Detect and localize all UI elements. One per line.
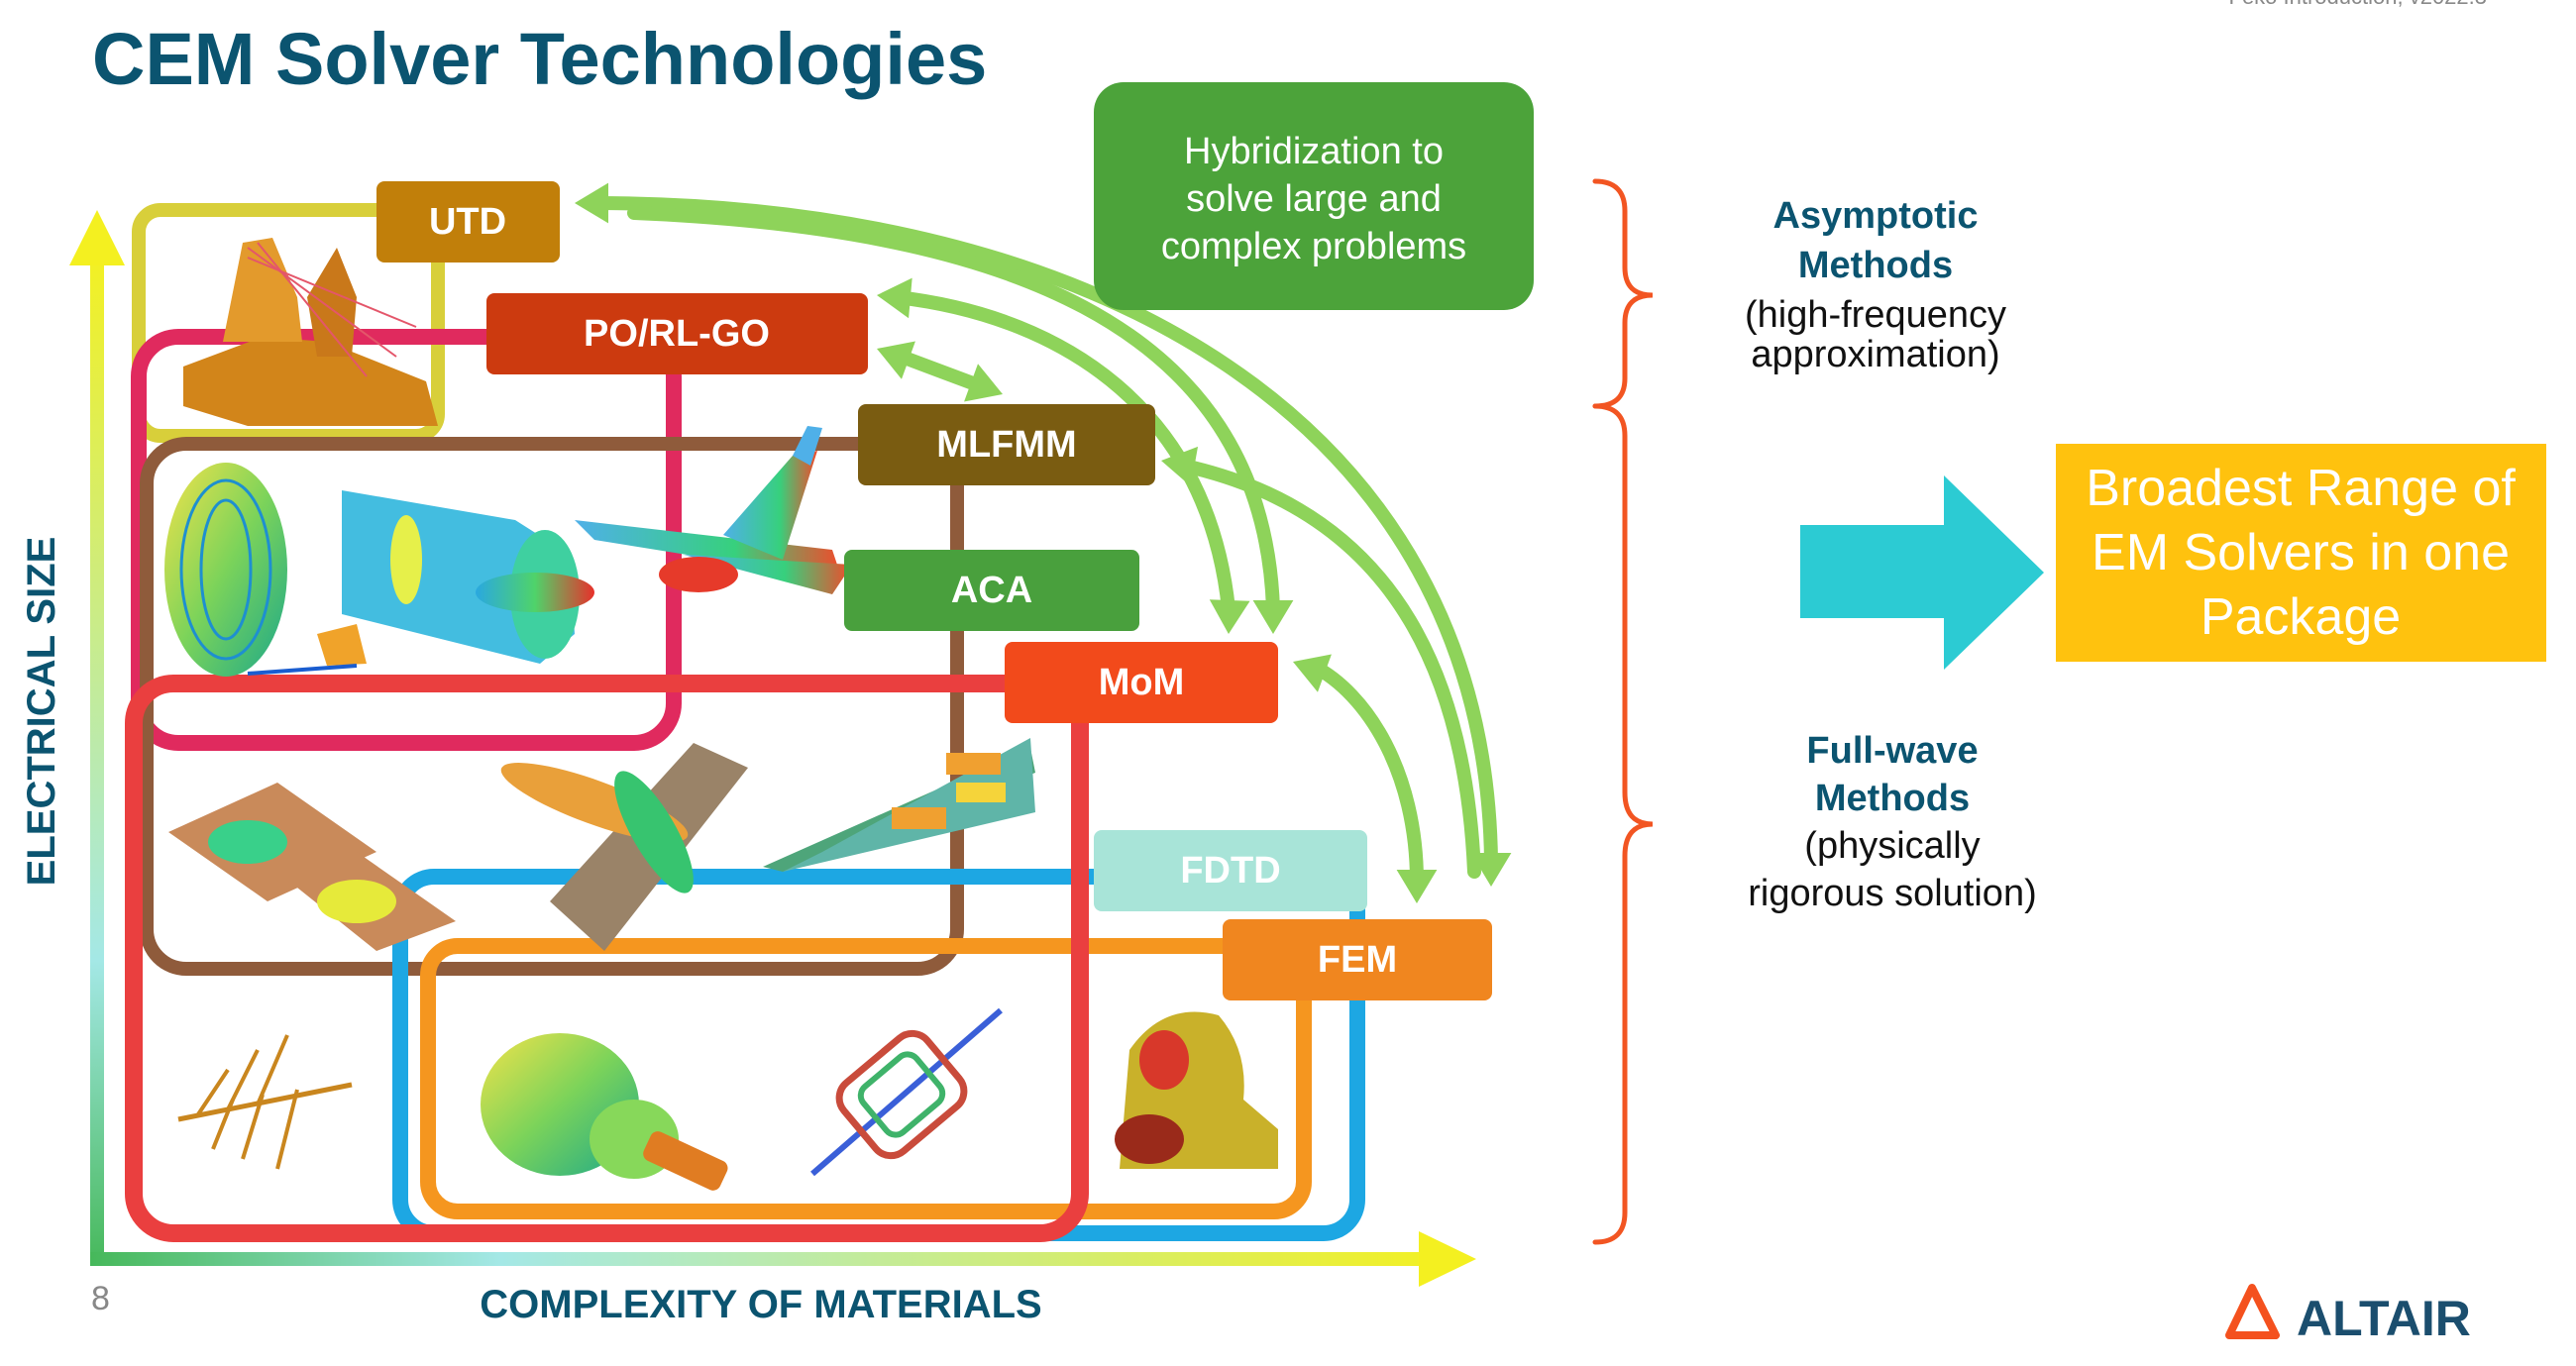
utd-region	[132, 203, 445, 443]
asymptotic-desc-2: approximation)	[1751, 334, 1999, 375]
arrow-mlfmm-fem	[1177, 459, 1481, 879]
altair-logo-text: ALTAIR	[2297, 1291, 2471, 1346]
arrowhead-mlfmm-2	[1161, 446, 1199, 486]
x-axis-label: COMPLEXITY OF MATERIALS	[480, 1283, 1041, 1326]
wing-illustration	[763, 738, 1035, 872]
fullwave-brace	[1592, 403, 1654, 1245]
fdtd-label: FDTD	[1180, 850, 1280, 892]
x-axis-arrowhead	[1419, 1231, 1476, 1287]
altair-logo-icon	[2225, 1284, 2280, 1339]
arrowhead-mlfmm	[964, 364, 1003, 402]
hybrid-line-3: complex problems	[1161, 226, 1466, 267]
arrow-po-mlfmm	[895, 350, 988, 393]
asymptotic-desc-1: (high-frequency	[1745, 294, 2006, 336]
broadest-line-2: EM Solvers in one	[2092, 524, 2510, 581]
arrow-mom-fem	[1306, 659, 1424, 889]
x-axis-line	[90, 1252, 1457, 1266]
altair-logo: ALTAIR	[2225, 1284, 2471, 1346]
broadest-range-box: Broadest Range of EM Solvers in one Pack…	[2056, 444, 2546, 662]
fem-region	[420, 938, 1312, 1219]
broadest-line-3: Package	[2200, 588, 2401, 646]
arrow-po-mom	[890, 290, 1235, 616]
mom-label: MoM	[1099, 662, 1185, 703]
broadest-line-1: Broadest Range of	[2086, 460, 2516, 517]
head-model-illustration	[1115, 1011, 1278, 1169]
asymptotic-title-1: Asymptotic	[1773, 195, 1979, 237]
fullwave-methods-text: Full-wave Methods (physically rigorous s…	[1748, 730, 2036, 914]
axes: ELECTRICAL SIZE COMPLEXITY OF MATERIALS	[20, 210, 1476, 1326]
aca-label: ACA	[951, 570, 1032, 611]
mlfmm-box: MLFMM	[858, 404, 1155, 485]
arrowhead-mom-2	[1209, 599, 1250, 634]
fem-box: FEM	[1223, 919, 1492, 1000]
hybridization-arrows	[575, 182, 1512, 903]
cyan-right-arrow	[1800, 475, 2044, 670]
aca-box: ACA	[844, 550, 1139, 631]
fullwave-title-1: Full-wave	[1806, 730, 1978, 772]
airplane-illustration	[575, 426, 852, 594]
arrowhead-mom-3	[1293, 654, 1332, 692]
illustrations	[164, 238, 1278, 1191]
arrowhead-fem-1	[1470, 853, 1512, 887]
fullwave-desc-2: rigorous solution)	[1748, 873, 2036, 914]
y-axis-arrowhead	[69, 210, 125, 265]
cylinder-illustration	[342, 490, 594, 664]
braces	[1592, 178, 1654, 1245]
utd-box: UTD	[376, 181, 560, 263]
y-axis-label: ELECTRICAL SIZE	[20, 537, 63, 887]
fem-label: FEM	[1318, 939, 1397, 981]
page-title: CEM Solver Technologies	[92, 18, 987, 100]
antenna-illustration	[177, 1034, 353, 1170]
asymptotic-title-2: Methods	[1798, 245, 1953, 286]
header-note: Feko Introduction, v2022.3	[2229, 0, 2488, 9]
asymptotic-methods-text: Asymptotic Methods (high-frequency appro…	[1745, 195, 2006, 375]
mom-region	[125, 675, 1089, 1242]
arrowhead-fem-2	[1396, 870, 1438, 903]
fullwave-title-2: Methods	[1815, 778, 1970, 819]
fdtd-box: FDTD	[1094, 830, 1367, 911]
asymptotic-brace	[1592, 178, 1654, 409]
mom-box: MoM	[1005, 642, 1278, 723]
arrowhead-po-1	[877, 277, 912, 319]
ship-illustration	[183, 238, 438, 426]
y-axis-line	[90, 248, 104, 1266]
po-label: PO/RL-GO	[584, 313, 770, 355]
arrow-utd-mom	[627, 206, 1280, 616]
arrowhead-utd	[575, 182, 608, 224]
arrowhead-po-2	[877, 341, 915, 379]
fullwave-desc-1: (physically	[1804, 825, 1980, 867]
utd-label: UTD	[429, 201, 506, 243]
arrowhead-mom-1	[1252, 600, 1294, 634]
mlfmm-label: MLFMM	[936, 424, 1076, 466]
inductor-illustration	[810, 1007, 1003, 1177]
hybrid-line-2: solve large and	[1186, 178, 1442, 220]
building-illustration	[168, 783, 456, 951]
dome-illustration	[164, 463, 367, 677]
page-number: 8	[91, 1280, 110, 1317]
arrow-utd-fem	[588, 196, 1498, 869]
hybridization-callout: Hybridization to solve large and complex…	[1094, 82, 1534, 310]
radiation-pattern-illustration	[481, 1033, 728, 1191]
po-box: PO/RL-GO	[486, 293, 868, 374]
hybrid-line-1: Hybridization to	[1184, 131, 1444, 172]
patch-array-illustration	[500, 743, 748, 951]
